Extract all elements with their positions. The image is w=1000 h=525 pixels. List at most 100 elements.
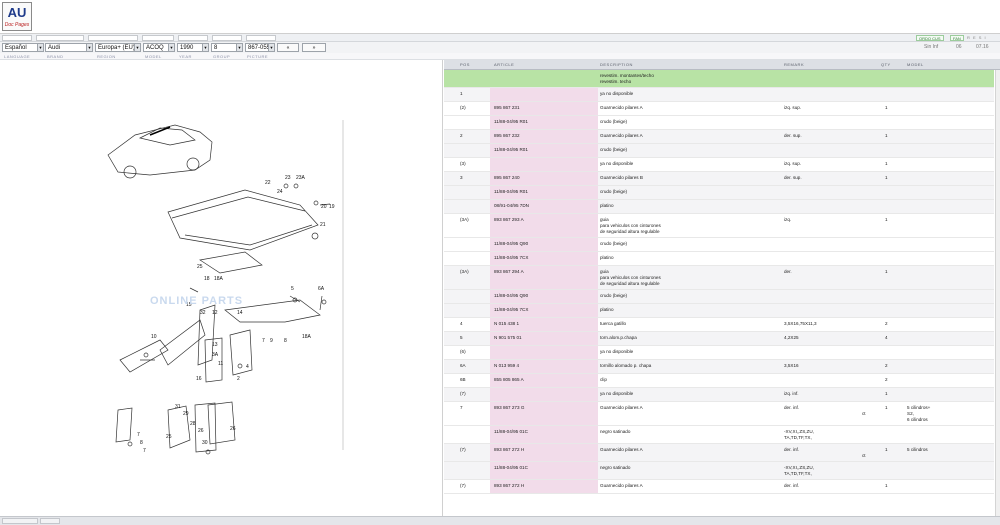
year-select[interactable]: 1990▼ xyxy=(177,43,209,52)
cell-qty: 1 xyxy=(885,105,888,110)
cell-article[interactable]: 893 867 293 A xyxy=(494,217,524,222)
toolbar-slot-2[interactable] xyxy=(36,35,84,41)
cell-article[interactable]: 11/88-04/95 R01 xyxy=(494,147,528,152)
table-row[interactable]: revestim. montantes/techo revestim. tech… xyxy=(444,70,994,88)
article-cell-background xyxy=(490,88,598,101)
cell-pos: 6B xyxy=(460,377,466,382)
callout-label: 26 xyxy=(198,428,204,434)
cell-pos: (3A) xyxy=(460,269,469,274)
cell-article[interactable]: 895 867 240 xyxy=(494,175,520,180)
region-select[interactable]: Europa+ (EU)▼ xyxy=(95,43,141,52)
vertical-scrollbar[interactable] xyxy=(995,70,1000,516)
cell-article[interactable]: 893 867 294 A xyxy=(494,269,524,274)
cell-article[interactable]: 895 867 232 xyxy=(494,133,520,138)
article-cell-background xyxy=(490,388,598,401)
toolbar-slot-3[interactable] xyxy=(88,35,138,41)
cell-article[interactable]: 11/88-04/95 R01 xyxy=(494,189,528,194)
table-row[interactable]: 11/88-04/95 Q90 crudo (beige) xyxy=(444,238,994,252)
cell-article[interactable]: 11/88-04/95 01C xyxy=(494,429,528,434)
cell-qty: 1 xyxy=(885,405,888,410)
col-header-qty[interactable]: QTY xyxy=(881,62,891,67)
toolbar-right-button-3[interactable]: R E S I xyxy=(967,35,987,40)
cell-description: Guarnecido pilares A xyxy=(600,105,643,110)
picture-select[interactable]: 867-055▼ xyxy=(245,43,275,52)
model-select[interactable]: ACOQ▼ xyxy=(143,43,175,52)
cell-article[interactable]: 11/88-04/95 7CX xyxy=(494,255,529,260)
region-value: Europa+ (EU) xyxy=(98,45,135,51)
parts-diagram-pane[interactable]: 22 23 23A 24 20 19 21 25 18 18A 5 6A 15 … xyxy=(0,60,443,516)
cell-qty: 1 xyxy=(885,447,888,452)
pillar-a xyxy=(197,304,216,366)
cell-article[interactable]: 11/88-04/95 Q90 xyxy=(494,293,529,298)
cell-article[interactable]: 08/91-04/95 7DN xyxy=(494,203,529,208)
label-region: REGION xyxy=(97,54,116,59)
brand-select[interactable]: Audi▼ xyxy=(45,43,93,52)
cell-remark: -XV,XI,,ZS,ZU, TA,TD,TF,TX, xyxy=(784,465,814,476)
cell-article[interactable]: N 015 438 1 xyxy=(494,321,520,326)
toolbar-slot-1[interactable] xyxy=(2,35,32,41)
col-header-remark[interactable]: REMARK xyxy=(784,62,805,67)
app-logo[interactable]: AU Doc Pages xyxy=(2,2,32,31)
table-row[interactable]: (6)ya no disponible xyxy=(444,346,994,360)
cell-article[interactable]: 11/88-04/95 7CX xyxy=(494,307,529,312)
language-select[interactable]: Español▼ xyxy=(2,43,44,52)
next-button[interactable]: » xyxy=(302,43,326,52)
prev-button[interactable]: « xyxy=(277,43,299,52)
callout-label: 25 xyxy=(197,264,203,270)
cell-article[interactable]: 893 867 272 H xyxy=(494,447,525,452)
toolbar-slot-4[interactable] xyxy=(142,35,174,41)
cell-article[interactable]: 893 867 272 H xyxy=(494,483,525,488)
toolbar-slot-7[interactable] xyxy=(246,35,276,41)
cell-article[interactable]: N 013 959 4 xyxy=(494,363,520,368)
cell-article[interactable]: N 901 575 01 xyxy=(494,335,522,340)
cell-article[interactable]: 11/88-04/95 01C xyxy=(494,465,528,470)
col-header-model[interactable]: MODEL xyxy=(907,62,924,67)
sunroof-frame xyxy=(199,251,263,274)
cell-article[interactable]: 895 867 231 xyxy=(494,105,520,110)
cell-article[interactable]: 11/88-04/95 Q90 xyxy=(494,241,529,246)
article-cell-background xyxy=(490,374,598,387)
toolbar-slot-5[interactable] xyxy=(178,35,208,41)
toolbar-right-button-1[interactable]: ORDO CUS xyxy=(916,35,944,41)
col-header-pos[interactable]: POS xyxy=(460,62,470,67)
col-header-article[interactable]: ARTICLE xyxy=(494,62,515,67)
callout-label: 26 xyxy=(230,426,236,432)
group-select[interactable]: 8▼ xyxy=(211,43,243,52)
col-header-description[interactable]: DESCRIPTION xyxy=(600,62,633,67)
callout-label: 3A xyxy=(212,352,219,358)
cell-article[interactable]: 11/88-04/95 R01 xyxy=(494,119,528,124)
cell-pos: (7) xyxy=(460,483,466,488)
cell-article[interactable]: 855 805 865 A xyxy=(494,377,524,382)
toolbar-right-button-2[interactable]: FAN xyxy=(950,35,964,41)
cell-article[interactable]: 893 867 273 G xyxy=(494,405,525,410)
toolbar-slot-6[interactable] xyxy=(212,35,242,41)
cell-remark: 3,5X16 xyxy=(784,363,799,368)
diagram-watermark: ONLINE PARTS xyxy=(150,295,244,307)
cell-description: crudo (beige) xyxy=(600,241,628,246)
callout-label: 14 xyxy=(237,310,243,316)
